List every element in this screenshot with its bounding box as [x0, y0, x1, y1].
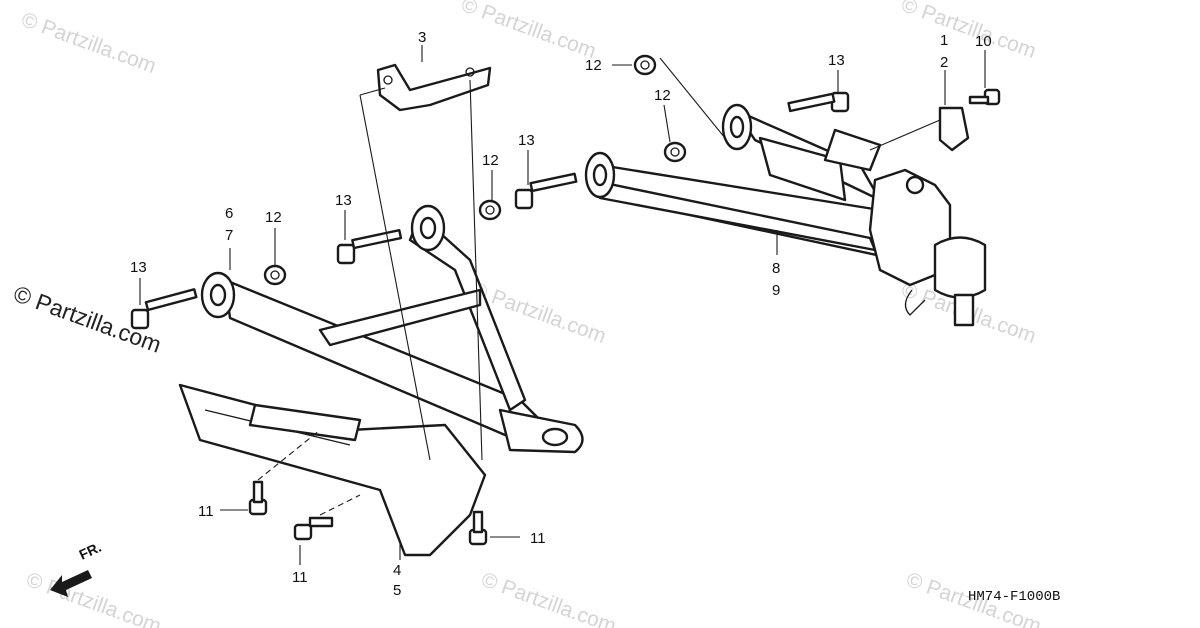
callout-9: 9 [772, 282, 780, 299]
upper-arm-assembly [584, 103, 987, 327]
bolt-13a [130, 288, 198, 330]
nut-12d [633, 54, 657, 76]
callout-1: 1 [940, 32, 948, 49]
callout-11b: 11 [292, 569, 308, 586]
callouts: 3 6 7 12 13 13 12 13 12 12 13 1 2 10 8 9… [130, 29, 992, 599]
nut-12a [263, 264, 287, 286]
bolt-13c [514, 172, 578, 210]
callout-13d: 13 [828, 52, 845, 69]
callout-8: 8 [772, 260, 780, 277]
callout-7: 7 [225, 227, 233, 244]
callout-13a: 13 [130, 259, 147, 276]
callout-4: 4 [393, 562, 401, 579]
callout-11a: 11 [198, 503, 214, 520]
direction-label: FR. [77, 539, 104, 563]
guard-plate [178, 383, 487, 557]
watermark-top-center: © Partzilla.com [458, 0, 599, 63]
bolt-11a [248, 480, 268, 516]
leader-lines [139, 45, 986, 565]
callout-12c: 12 [654, 87, 671, 104]
bolt-11b [293, 516, 334, 541]
lower-arm-assembly [200, 204, 584, 454]
bracket-3 [376, 63, 492, 112]
callout-11c: 11 [530, 530, 546, 547]
callout-10: 10 [975, 33, 992, 50]
nut-12b [478, 199, 502, 221]
fasteners [130, 54, 1001, 546]
bolt-13d [787, 91, 850, 113]
callout-12b: 12 [482, 152, 499, 169]
callout-5: 5 [393, 582, 401, 599]
watermark-bottom-center: © Partzilla.com [478, 568, 619, 628]
watermark-top-left: © Partzilla.com [18, 8, 159, 78]
diagram-code: HM74-F1000B [968, 589, 1060, 605]
callout-12d: 12 [585, 57, 602, 74]
watermark-top-right: © Partzilla.com [898, 0, 1039, 63]
bracket-1-2 [823, 106, 970, 172]
callout-2: 2 [940, 54, 948, 71]
bolt-10 [968, 88, 1001, 106]
callout-12a: 12 [265, 209, 282, 226]
callout-13c: 13 [518, 132, 535, 149]
nut-12c [663, 141, 687, 163]
watermark-bottom-left: © Partzilla.com [23, 568, 164, 628]
callout-6: 6 [225, 205, 233, 222]
callout-13b: 13 [335, 192, 352, 209]
callout-3: 3 [418, 29, 426, 46]
bolt-11c [468, 510, 488, 546]
bolt-13b [336, 228, 403, 265]
